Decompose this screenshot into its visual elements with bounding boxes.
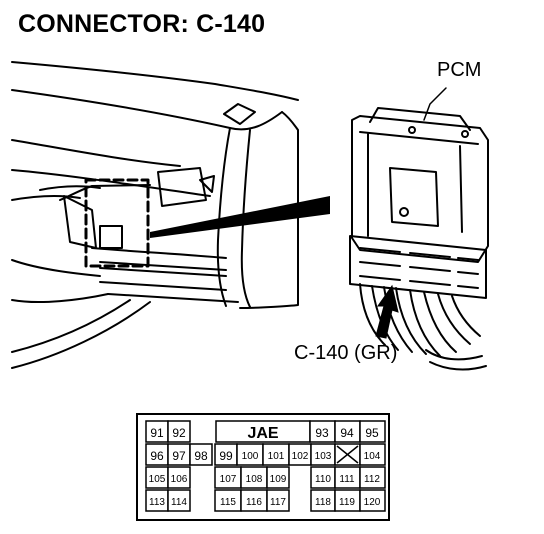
pin-label: 102	[292, 451, 309, 462]
pin-label: 108	[246, 474, 263, 485]
pin-label: 97	[172, 449, 186, 463]
pin-label: 94	[340, 426, 354, 440]
pin-label: 92	[172, 426, 186, 440]
pin-label: 93	[315, 426, 329, 440]
connector-code: JAE	[247, 425, 278, 442]
pin-label: 115	[220, 497, 236, 508]
pin-label: 99	[219, 449, 233, 463]
pin-label: 113	[149, 497, 165, 508]
pin-label: 116	[246, 497, 262, 508]
pin-label: 106	[171, 474, 188, 485]
pin-label: 96	[150, 449, 164, 463]
pin-label: 119	[339, 497, 355, 508]
pin-label: 110	[315, 474, 331, 485]
pin-label: 107	[220, 474, 237, 485]
pcm-label: PCM	[437, 59, 482, 81]
pin-label: 98	[194, 449, 208, 463]
pin-label: 105	[149, 474, 166, 485]
empty-cavity-icon	[336, 445, 359, 464]
pin-label: 120	[364, 497, 381, 508]
pin-label: 117	[270, 497, 286, 508]
pin-label: 101	[268, 451, 285, 462]
pin-label: 103	[315, 451, 332, 462]
pin-label: 95	[365, 426, 379, 440]
connector-label: C-140 (GR)	[294, 342, 398, 364]
pin-label: 91	[150, 426, 164, 440]
pin-label: 109	[270, 474, 287, 485]
pin-label: 118	[315, 497, 331, 508]
pin-label: 100	[242, 451, 259, 462]
pin-label: 112	[364, 474, 380, 485]
page-title: CONNECTOR: C-140	[18, 10, 266, 38]
pcm-location-illustration	[11, 61, 489, 371]
pin-label: 114	[171, 497, 187, 508]
pin-label: 104	[364, 451, 381, 462]
pin-label: 111	[339, 474, 355, 485]
